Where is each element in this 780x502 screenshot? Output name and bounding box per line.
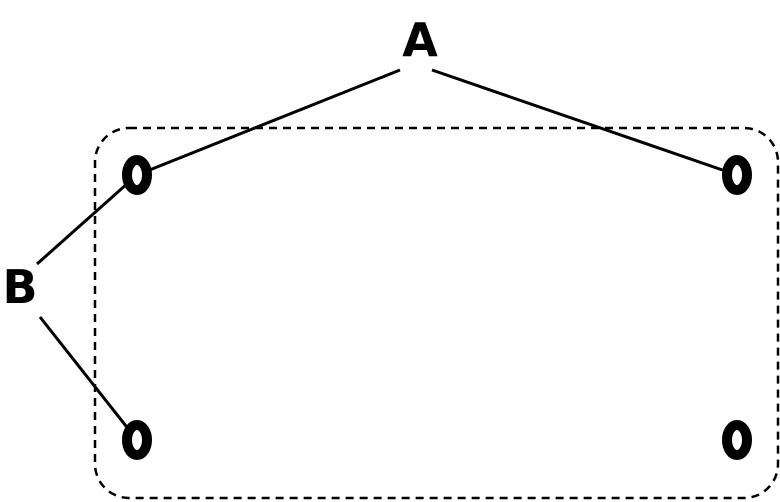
mounting-hole-bottom-left bbox=[122, 420, 152, 460]
board-outline bbox=[93, 126, 780, 500]
leader-a-right bbox=[431, 68, 738, 177]
callout-label-a: A bbox=[402, 13, 438, 67]
leader-b-bottom bbox=[38, 316, 139, 441]
mounting-hole-top-left bbox=[122, 155, 152, 195]
leader-a-left bbox=[136, 68, 401, 177]
leader-b-top bbox=[36, 173, 138, 266]
mounting-hole-top-right bbox=[722, 155, 752, 195]
mounting-hole-bottom-right bbox=[722, 420, 752, 460]
callout-label-b: B bbox=[2, 260, 37, 314]
